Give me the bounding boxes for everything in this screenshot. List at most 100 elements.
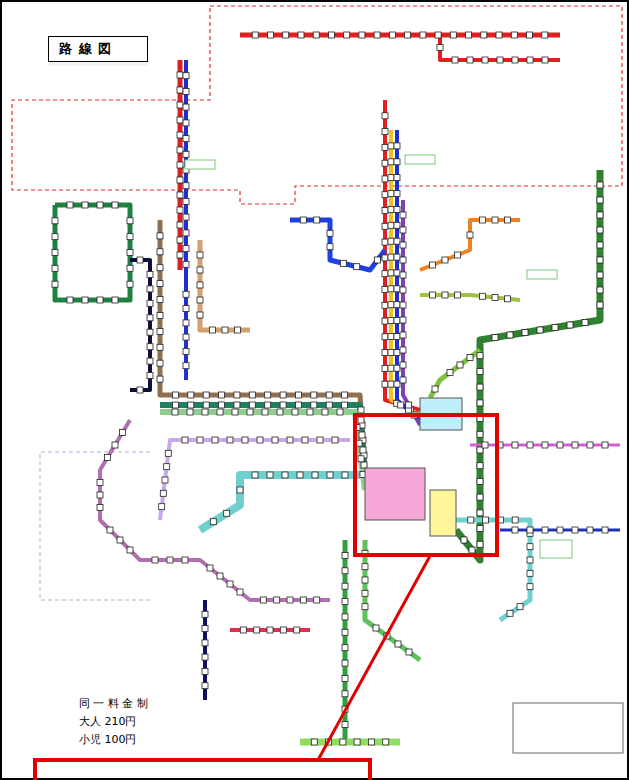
bus-stop — [219, 392, 225, 398]
route-line — [160, 220, 365, 470]
bus-stop — [442, 257, 448, 263]
bus-stop — [265, 402, 271, 408]
bus-stop — [183, 198, 189, 204]
route-line — [160, 405, 365, 480]
bus-stop — [234, 402, 240, 408]
bus-stop — [442, 292, 448, 298]
bus-stop — [567, 322, 573, 328]
bus-stop — [157, 376, 163, 382]
bus-stop — [406, 402, 412, 408]
bus-stop — [224, 510, 230, 516]
bus-stop — [388, 302, 394, 308]
bus-stop — [177, 222, 183, 228]
bus-stop — [342, 676, 348, 682]
bus-stop — [274, 597, 280, 603]
bus-stop — [435, 32, 441, 38]
bus-stop — [527, 544, 533, 550]
route-lines — [55, 35, 620, 742]
bus-stop — [388, 191, 394, 197]
bus-stop — [147, 271, 153, 277]
route-line — [184, 60, 188, 380]
bus-stop — [400, 377, 406, 383]
bus-stop — [359, 32, 365, 38]
bus-stop — [483, 517, 489, 523]
bus-stop — [467, 57, 473, 63]
bus-stop — [292, 409, 298, 415]
bus-stop — [452, 57, 458, 63]
bus-stop — [112, 202, 118, 208]
bus-stop — [147, 286, 153, 292]
bus-stop — [147, 344, 153, 350]
bus-stop — [597, 227, 603, 233]
bus-stop — [480, 217, 486, 223]
bus-stop — [342, 402, 348, 408]
bus-stop — [117, 537, 123, 543]
bus-stop — [354, 264, 360, 270]
bus-stop — [342, 660, 348, 666]
bus-stop — [430, 292, 436, 298]
bus-stop — [157, 328, 163, 334]
bus-stop — [450, 32, 456, 38]
bus-stop — [342, 583, 348, 589]
bus-stop — [311, 739, 317, 745]
bus-stop — [177, 117, 183, 123]
bus-stop — [203, 392, 209, 398]
bus-stop — [203, 402, 209, 408]
bus-stop — [557, 442, 563, 448]
bus-stop — [492, 335, 498, 341]
bus-stop — [405, 32, 411, 38]
bus-stop — [497, 57, 503, 63]
bus-stop — [302, 437, 308, 443]
bus-stop — [183, 136, 189, 142]
bus-stop — [394, 238, 400, 244]
bus-stop — [388, 254, 394, 260]
bus-stop — [177, 252, 183, 258]
bus-stop — [182, 557, 188, 563]
route-line — [160, 440, 350, 520]
bus-stop — [597, 197, 603, 203]
bus-stop — [219, 402, 225, 408]
bus-stop — [107, 527, 113, 533]
bus-stop — [511, 32, 517, 38]
bus-stop — [394, 175, 400, 181]
bus-stop — [147, 315, 153, 321]
bus-stop — [394, 318, 400, 324]
bus-stop — [469, 547, 475, 553]
bus-stop — [358, 456, 364, 462]
bus-stop — [183, 306, 189, 312]
bus-stop — [328, 32, 334, 38]
fare-note: 同 一 料 金 制 — [78, 696, 149, 711]
bus-stop — [477, 526, 483, 532]
bus-stop — [482, 57, 488, 63]
bus-stop — [572, 527, 578, 533]
bus-stop — [197, 437, 203, 443]
bus-stop — [157, 360, 163, 366]
bus-stop — [527, 442, 533, 448]
bus-stop — [97, 505, 103, 511]
route-line — [456, 170, 600, 560]
bus-stop — [267, 472, 273, 478]
bus-stop — [505, 296, 511, 302]
bus-stop — [183, 246, 189, 252]
bus-stop — [400, 332, 406, 338]
bus-stop — [183, 320, 189, 326]
bus-stop — [382, 271, 388, 277]
bus-stop — [97, 297, 103, 303]
bus-stop — [455, 292, 461, 298]
route-line — [240, 33, 560, 38]
bus-stop — [344, 32, 350, 38]
bus-stop — [159, 504, 165, 510]
bus-stop — [307, 409, 313, 415]
bus-stop — [389, 32, 395, 38]
bus-stop — [477, 463, 483, 469]
bus-stop — [374, 32, 380, 38]
title-box: 路 線 図 — [48, 36, 148, 62]
bus-stop — [382, 302, 388, 308]
bus-stop — [183, 104, 189, 110]
bus-stop — [362, 604, 368, 610]
bus-stop — [97, 480, 103, 486]
bus-stop — [388, 334, 394, 340]
callout — [35, 415, 497, 780]
bus-stop — [597, 212, 603, 218]
bus-stop — [296, 402, 302, 408]
